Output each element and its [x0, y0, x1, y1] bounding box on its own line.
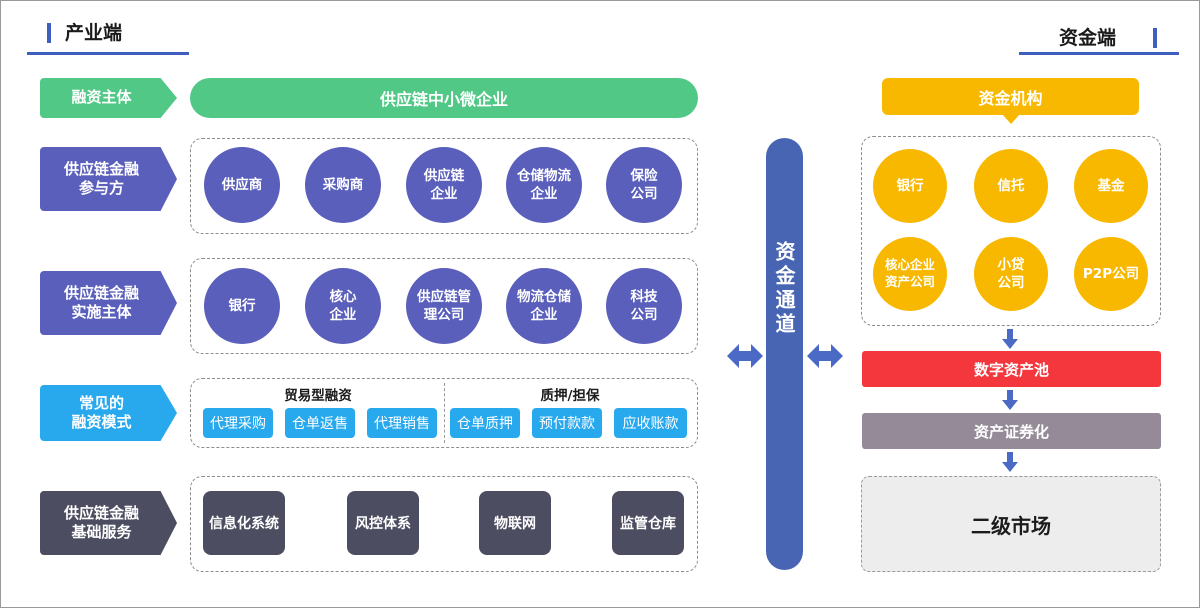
- implementers-label-line-2: 实施主体: [71, 303, 132, 321]
- institution-text: P2P公司: [1082, 265, 1140, 282]
- capital-title-underline: [1019, 52, 1179, 55]
- down-arrow: [1002, 329, 1018, 349]
- institution-text: 银行: [896, 177, 924, 194]
- mode-chip: 代理采购: [203, 408, 273, 438]
- institution-circle: 银行: [873, 149, 947, 223]
- implementer-text: 供应链管: [417, 288, 471, 305]
- participant-circle: 供应商: [204, 147, 280, 223]
- participant-text: 供应链: [423, 167, 465, 184]
- secondary-market: 二级市场: [861, 476, 1161, 572]
- implementer-circle: 核心企业: [305, 268, 381, 344]
- services-label: 供应链金融 基础服务: [40, 491, 177, 555]
- participants-label-line-1: 供应链金融: [63, 159, 139, 178]
- capital-title-bar: [1153, 28, 1157, 48]
- participants-label-line-2: 参与方: [78, 179, 124, 197]
- implementers-label-line-1: 供应链金融: [63, 283, 139, 302]
- capital-title: 资金端: [1059, 27, 1117, 49]
- down-arrow: [1002, 452, 1018, 472]
- implementer-circle: 供应链管理公司: [406, 268, 482, 344]
- service-chip: 风控体系: [347, 491, 419, 555]
- financing-subject-label: 融资主体: [40, 78, 177, 118]
- services-label-line-1: 供应链金融: [63, 503, 139, 522]
- modes-label-line-1: 常见的: [78, 393, 124, 412]
- implementer-text: 核心: [329, 288, 357, 305]
- participant-text: 企业: [530, 186, 558, 202]
- pledge-guarantee-title: 质押/担保: [540, 388, 600, 404]
- participant-text: 公司: [630, 186, 658, 202]
- participant-text: 供应商: [221, 176, 263, 193]
- institution-circle: P2P公司: [1074, 237, 1148, 311]
- implementer-circle: 科技公司: [606, 268, 682, 344]
- institution-text: 资产公司: [884, 274, 935, 289]
- financing-subject-value: 供应链中小微企业: [379, 90, 508, 109]
- financing-subject-label-text: 融资主体: [71, 88, 132, 107]
- participant-text: 企业: [430, 186, 458, 202]
- mode-chip: 预付款款: [532, 408, 602, 438]
- capital-institutions-label: 资金机构: [882, 78, 1139, 115]
- left-double-arrow: [727, 344, 763, 368]
- participant-circle: 采购商: [305, 147, 381, 223]
- implementer-text: 银行: [228, 297, 256, 314]
- financing-subject-pill: 供应链中小微企业: [190, 78, 698, 118]
- institution-circle: 信托: [974, 149, 1048, 223]
- institution-circle: 核心企业资产公司: [873, 237, 947, 311]
- implementer-text: 企业: [329, 307, 357, 323]
- capital-institutions-label-text: 资金机构: [978, 88, 1043, 108]
- funding-channel: 资金通道: [766, 138, 803, 570]
- modes-divider: [444, 383, 445, 443]
- service-chip: 信息化系统: [203, 491, 285, 555]
- services-box: [190, 476, 698, 572]
- participant-text: 采购商: [322, 176, 364, 193]
- participant-circle: 供应链企业: [406, 147, 482, 223]
- asset-securitization: 资产证券化: [862, 413, 1161, 449]
- institution-circle: 基金: [1074, 149, 1148, 223]
- implementer-text: 公司: [630, 307, 658, 323]
- participants-box: [190, 138, 698, 234]
- down-arrow: [1002, 390, 1018, 410]
- service-chip: 物联网: [479, 491, 551, 555]
- institution-text: 核心企业: [884, 257, 935, 273]
- implementer-text: 企业: [530, 307, 558, 323]
- right-double-arrow: [807, 344, 843, 368]
- implementers-box: [190, 258, 698, 354]
- industry-title-bar: [47, 23, 51, 43]
- digital-asset-pool: 数字资产池: [862, 351, 1161, 387]
- capital-institutions-box: [861, 136, 1161, 326]
- modes-box: [190, 378, 698, 448]
- mode-chip: 应收账款: [614, 408, 687, 438]
- modes-label-line-2: 融资模式: [71, 413, 132, 431]
- implementer-text: 物流仓储: [517, 288, 571, 305]
- implementer-text: 科技: [630, 288, 658, 305]
- implementer-circle: 银行: [204, 268, 280, 344]
- institution-circle: 小贷公司: [974, 237, 1048, 311]
- participants-label: 供应链金融 参与方: [40, 147, 177, 211]
- implementer-circle: 物流仓储企业: [506, 268, 582, 344]
- institution-text: 基金: [1097, 177, 1125, 194]
- participant-circle: 仓储物流企业: [506, 147, 582, 223]
- capital-institutions-pointer: [1002, 114, 1020, 124]
- implementers-label: 供应链金融 实施主体: [40, 271, 177, 335]
- institution-text: 信托: [997, 177, 1025, 194]
- trade-financing-title: 贸易型融资: [284, 388, 352, 404]
- implementer-text: 理公司: [423, 307, 465, 323]
- mode-chip: 代理销售: [367, 408, 437, 438]
- industry-title-underline: [27, 52, 189, 55]
- participant-text: 保险: [630, 167, 658, 184]
- service-chip: 监管仓库: [612, 491, 684, 555]
- mode-chip: 仓单质押: [450, 408, 520, 438]
- services-label-line-2: 基础服务: [71, 523, 132, 541]
- institution-text: 小贷: [997, 256, 1025, 273]
- funding-channel-text: 资金通道: [772, 241, 796, 337]
- modes-label: 常见的 融资模式: [40, 385, 177, 441]
- participant-text: 仓储物流: [517, 167, 571, 184]
- participant-circle: 保险公司: [606, 147, 682, 223]
- industry-title: 产业端: [65, 22, 123, 44]
- mode-chip: 仓单返售: [285, 408, 355, 438]
- institution-text: 公司: [997, 275, 1025, 291]
